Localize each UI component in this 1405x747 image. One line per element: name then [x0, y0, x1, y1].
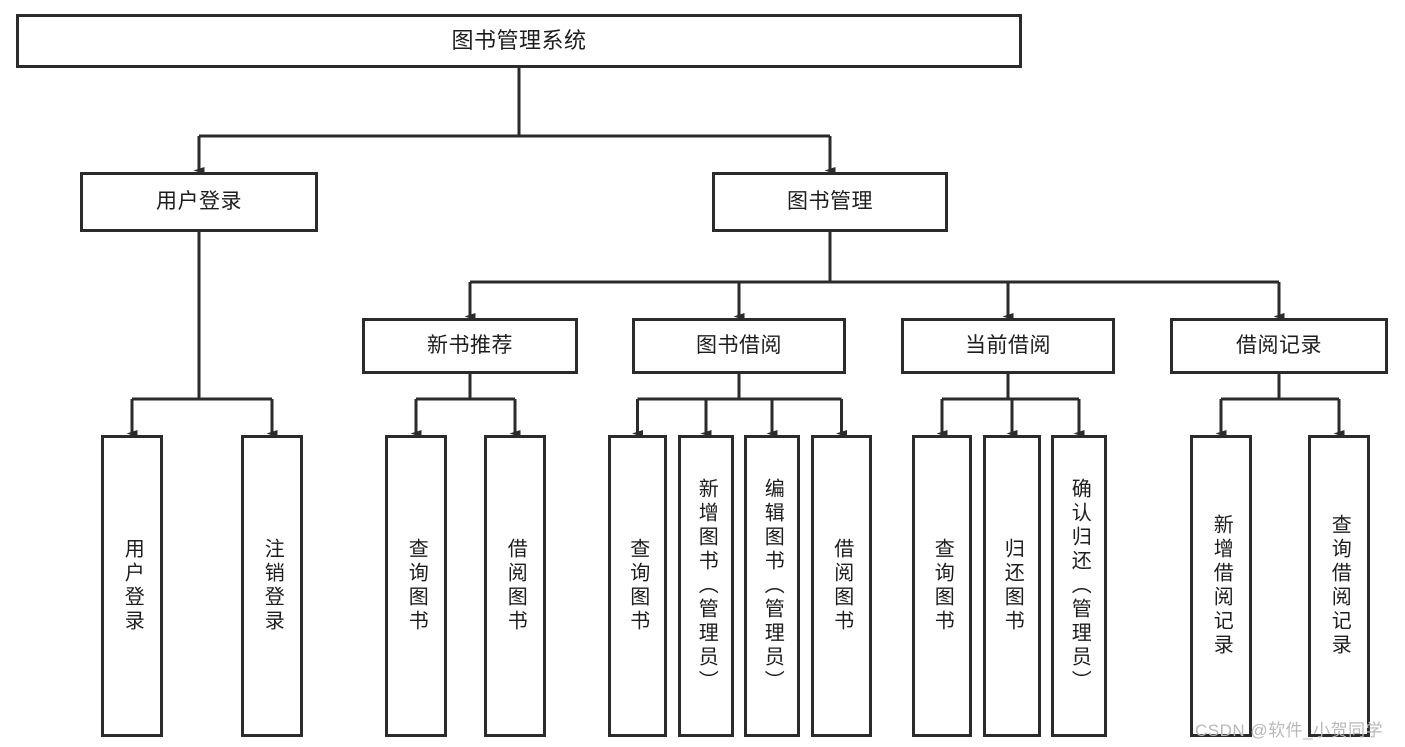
node-label: 用户登录 — [121, 538, 144, 634]
node-current-borrow: 当前借阅 — [901, 318, 1115, 374]
node-label: 注销登录 — [261, 538, 284, 634]
node-u-login: 用户登录 — [101, 435, 163, 737]
node-root: 图书管理系统 — [16, 14, 1022, 68]
node-cb-confirm: 确认归还（管理员） — [1051, 435, 1107, 737]
node-label: 新增借阅记录 — [1210, 514, 1233, 658]
node-label: 新书推荐 — [427, 334, 513, 358]
node-rec-borrow: 借阅图书 — [484, 435, 546, 737]
node-label: 图书管理 — [787, 190, 873, 214]
node-u-logout: 注销登录 — [241, 435, 303, 737]
node-user-login: 用户登录 — [80, 172, 318, 232]
node-label: 新增图书（管理员） — [695, 478, 718, 694]
node-label: 查询图书 — [626, 538, 649, 634]
node-br-add: 新增借阅记录 — [1190, 435, 1252, 737]
node-label: 查询借阅记录 — [1328, 514, 1351, 658]
node-new-book-rec: 新书推荐 — [362, 318, 578, 374]
csdn-watermark: CSDN @软件_小贺同学 — [1195, 721, 1384, 740]
node-bb-lend: 借阅图书 — [811, 435, 872, 737]
node-cb-return: 归还图书 — [983, 435, 1041, 737]
node-label: 编辑图书（管理员） — [761, 478, 784, 694]
node-book-manage: 图书管理 — [712, 172, 948, 232]
node-label: 查询图书 — [405, 538, 428, 634]
node-label: 借阅记录 — [1236, 334, 1322, 358]
node-book-borrow: 图书借阅 — [632, 318, 846, 374]
node-label: 借阅图书 — [504, 538, 527, 634]
node-bb-edit: 编辑图书（管理员） — [744, 435, 800, 737]
node-label: 确认归还（管理员） — [1068, 478, 1091, 694]
node-bb-add: 新增图书（管理员） — [678, 435, 734, 737]
node-rec-query: 查询图书 — [385, 435, 447, 737]
node-label: 借阅图书 — [830, 538, 853, 634]
node-bb-query: 查询图书 — [608, 435, 667, 737]
node-label: 归还图书 — [1001, 538, 1024, 634]
node-borrow-record: 借阅记录 — [1170, 318, 1388, 374]
node-label: 当前借阅 — [965, 334, 1051, 358]
node-label: 查询图书 — [931, 538, 954, 634]
node-label: 用户登录 — [156, 190, 242, 214]
node-label: 图书管理系统 — [451, 27, 587, 53]
node-label: 图书借阅 — [696, 334, 782, 358]
node-br-query: 查询借阅记录 — [1308, 435, 1370, 737]
node-cb-query: 查询图书 — [912, 435, 972, 737]
